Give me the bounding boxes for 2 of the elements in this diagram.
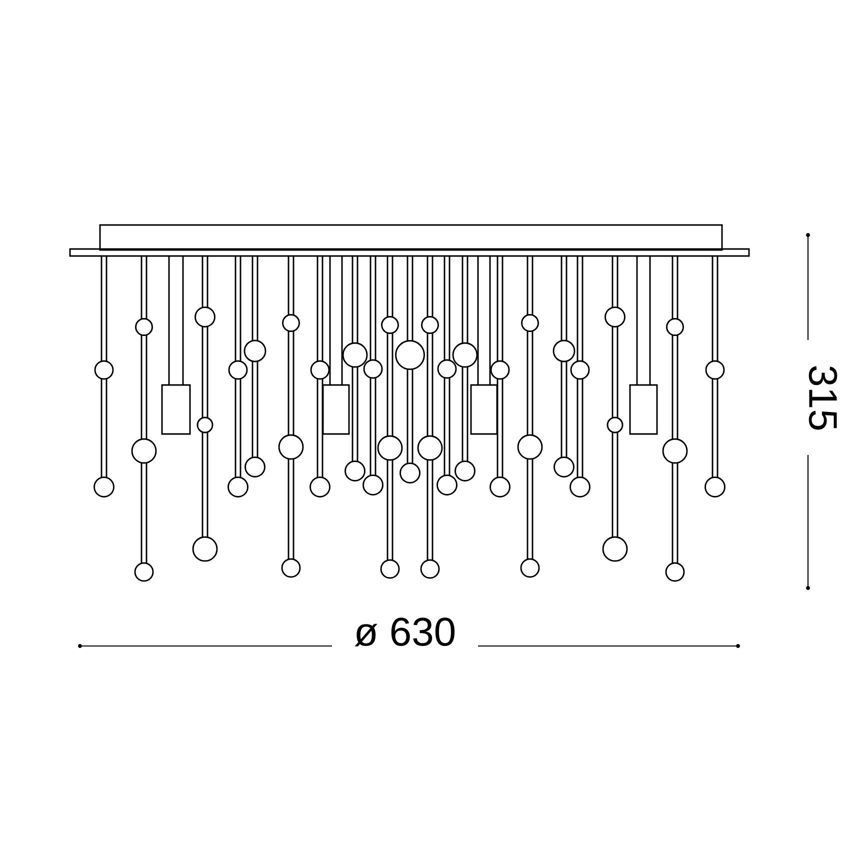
dimension-label: 315 <box>808 366 838 430</box>
dimension-label: ø 630 <box>354 618 455 646</box>
